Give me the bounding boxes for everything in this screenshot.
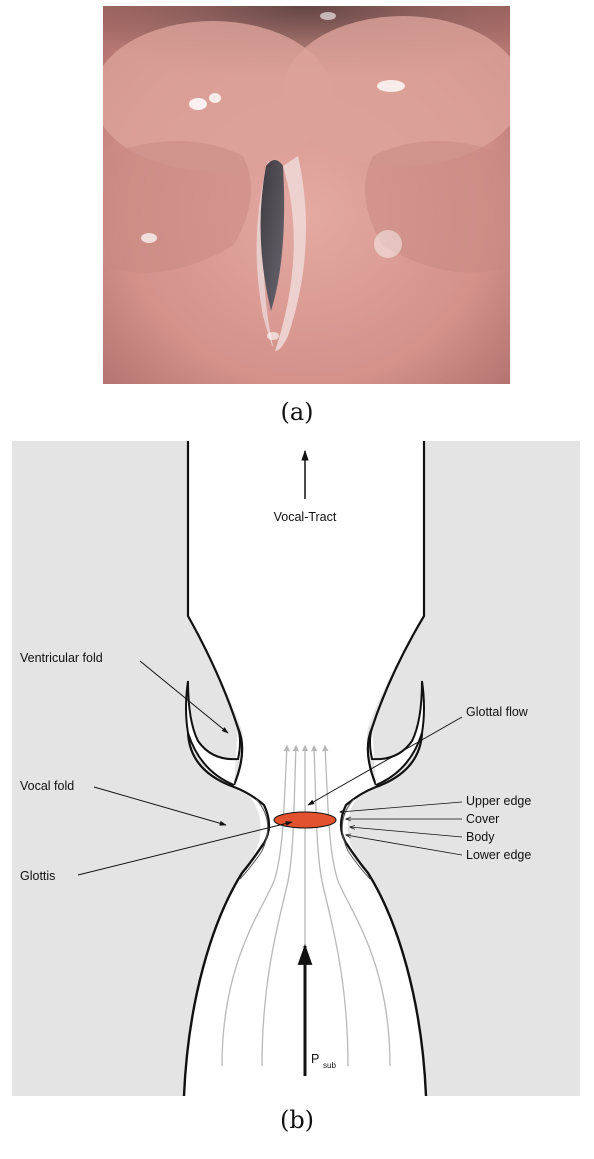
psub-subscript: sub xyxy=(323,1061,336,1070)
cover-label: Cover xyxy=(466,812,499,826)
ventricular-fold-label: Ventricular fold xyxy=(20,651,103,665)
glottis-opening xyxy=(274,812,336,828)
vocal-fold-diagram: P sub Vocal-Tract Ventricular fold Vocal… xyxy=(12,441,580,1096)
glottal-flow-label: Glottal flow xyxy=(466,705,529,719)
upper-edge-label: Upper edge xyxy=(466,794,531,808)
larynx-photo-drawing xyxy=(103,6,510,384)
vocal-tract-label: Vocal-Tract xyxy=(274,510,337,524)
psub-label: P xyxy=(311,1052,319,1066)
glottis-label: Glottis xyxy=(20,869,55,883)
vocal-fold-label: Vocal fold xyxy=(20,779,74,793)
caption-a: (a) xyxy=(0,398,594,426)
lower-edge-label: Lower edge xyxy=(466,848,531,862)
body-label: Body xyxy=(466,830,495,844)
vocal-fold-diagram-svg: P sub Vocal-Tract Ventricular fold Vocal… xyxy=(12,441,580,1096)
larynx-photo xyxy=(103,6,510,384)
caption-b: (b) xyxy=(0,1106,594,1134)
